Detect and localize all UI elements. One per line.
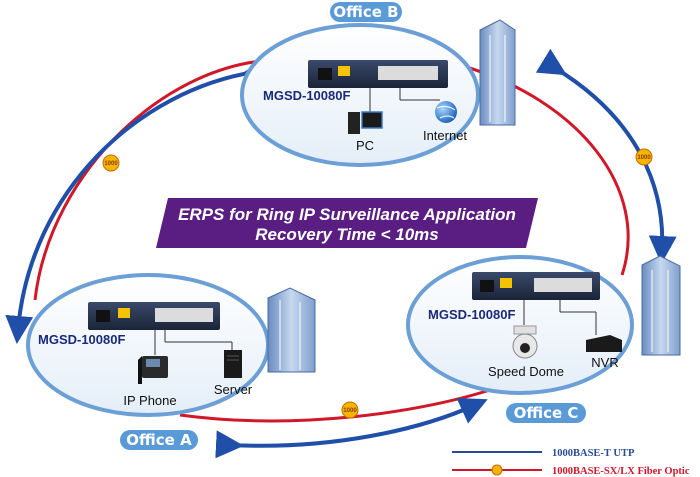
pc-icon	[348, 111, 383, 134]
svg-text:1000: 1000	[343, 408, 357, 414]
title-banner: ERPS for Ring IP Surveillance Applicatio…	[156, 198, 538, 248]
speed-dome-camera-icon	[512, 325, 538, 359]
office-c-building-icon	[641, 255, 681, 356]
office-b-model: MGSD-10080F	[263, 88, 350, 103]
office-c: MGSD-10080F Speed Dome NVR	[406, 255, 681, 395]
office-a-device-ip-phone: IP Phone	[123, 393, 176, 408]
fiber-badge-left: 1000	[102, 154, 120, 172]
office-b: MGSD-10080F PC Internet	[240, 19, 516, 167]
office-c-device-nvr: NVR	[591, 355, 618, 370]
svg-text:1000: 1000	[104, 161, 118, 167]
ip-phone-icon	[138, 356, 168, 384]
office-b-switch-icon	[308, 60, 448, 88]
nvr-icon	[586, 335, 622, 352]
svg-text:Office A: Office A	[126, 431, 192, 449]
office-c-device-speed-dome: Speed Dome	[488, 364, 564, 379]
legend-utp: 1000BASE-T UTP	[552, 448, 635, 459]
svg-text:1000: 1000	[637, 155, 651, 161]
svg-text:Office B: Office B	[333, 3, 398, 21]
office-c-label: Office C	[506, 403, 586, 423]
office-a-label: Office A	[120, 430, 198, 450]
office-a-building-icon	[267, 287, 316, 373]
svg-text:Office C: Office C	[514, 404, 579, 422]
office-b-device-pc: PC	[356, 138, 374, 153]
legend: 1000BASE-T UTP 1000BASE-SX/LX Fiber Opti…	[452, 448, 690, 477]
office-a-model: MGSD-10080F	[38, 332, 125, 347]
office-c-switch-icon	[472, 272, 600, 300]
fiber-badge-right: 1000	[635, 148, 653, 166]
legend-fiber-badge-icon	[491, 464, 503, 476]
office-a-switch-icon	[88, 302, 220, 330]
office-a: MGSD-10080F IP Phone Server	[26, 273, 316, 417]
office-c-model: MGSD-10080F	[428, 307, 515, 322]
fiber-badge-bottom: 1000	[341, 401, 359, 419]
office-b-device-internet: Internet	[423, 128, 467, 143]
office-b-building-icon	[479, 19, 516, 126]
globe-icon	[435, 101, 457, 123]
title-line-2: Recovery Time < 10ms	[255, 225, 439, 244]
office-b-label: Office B	[330, 2, 402, 22]
title-line-1: ERPS for Ring IP Surveillance Applicatio…	[178, 205, 516, 224]
server-icon	[224, 350, 242, 378]
office-a-device-server: Server	[214, 382, 253, 397]
legend-fiber: 1000BASE-SX/LX Fiber Optic	[552, 466, 690, 477]
